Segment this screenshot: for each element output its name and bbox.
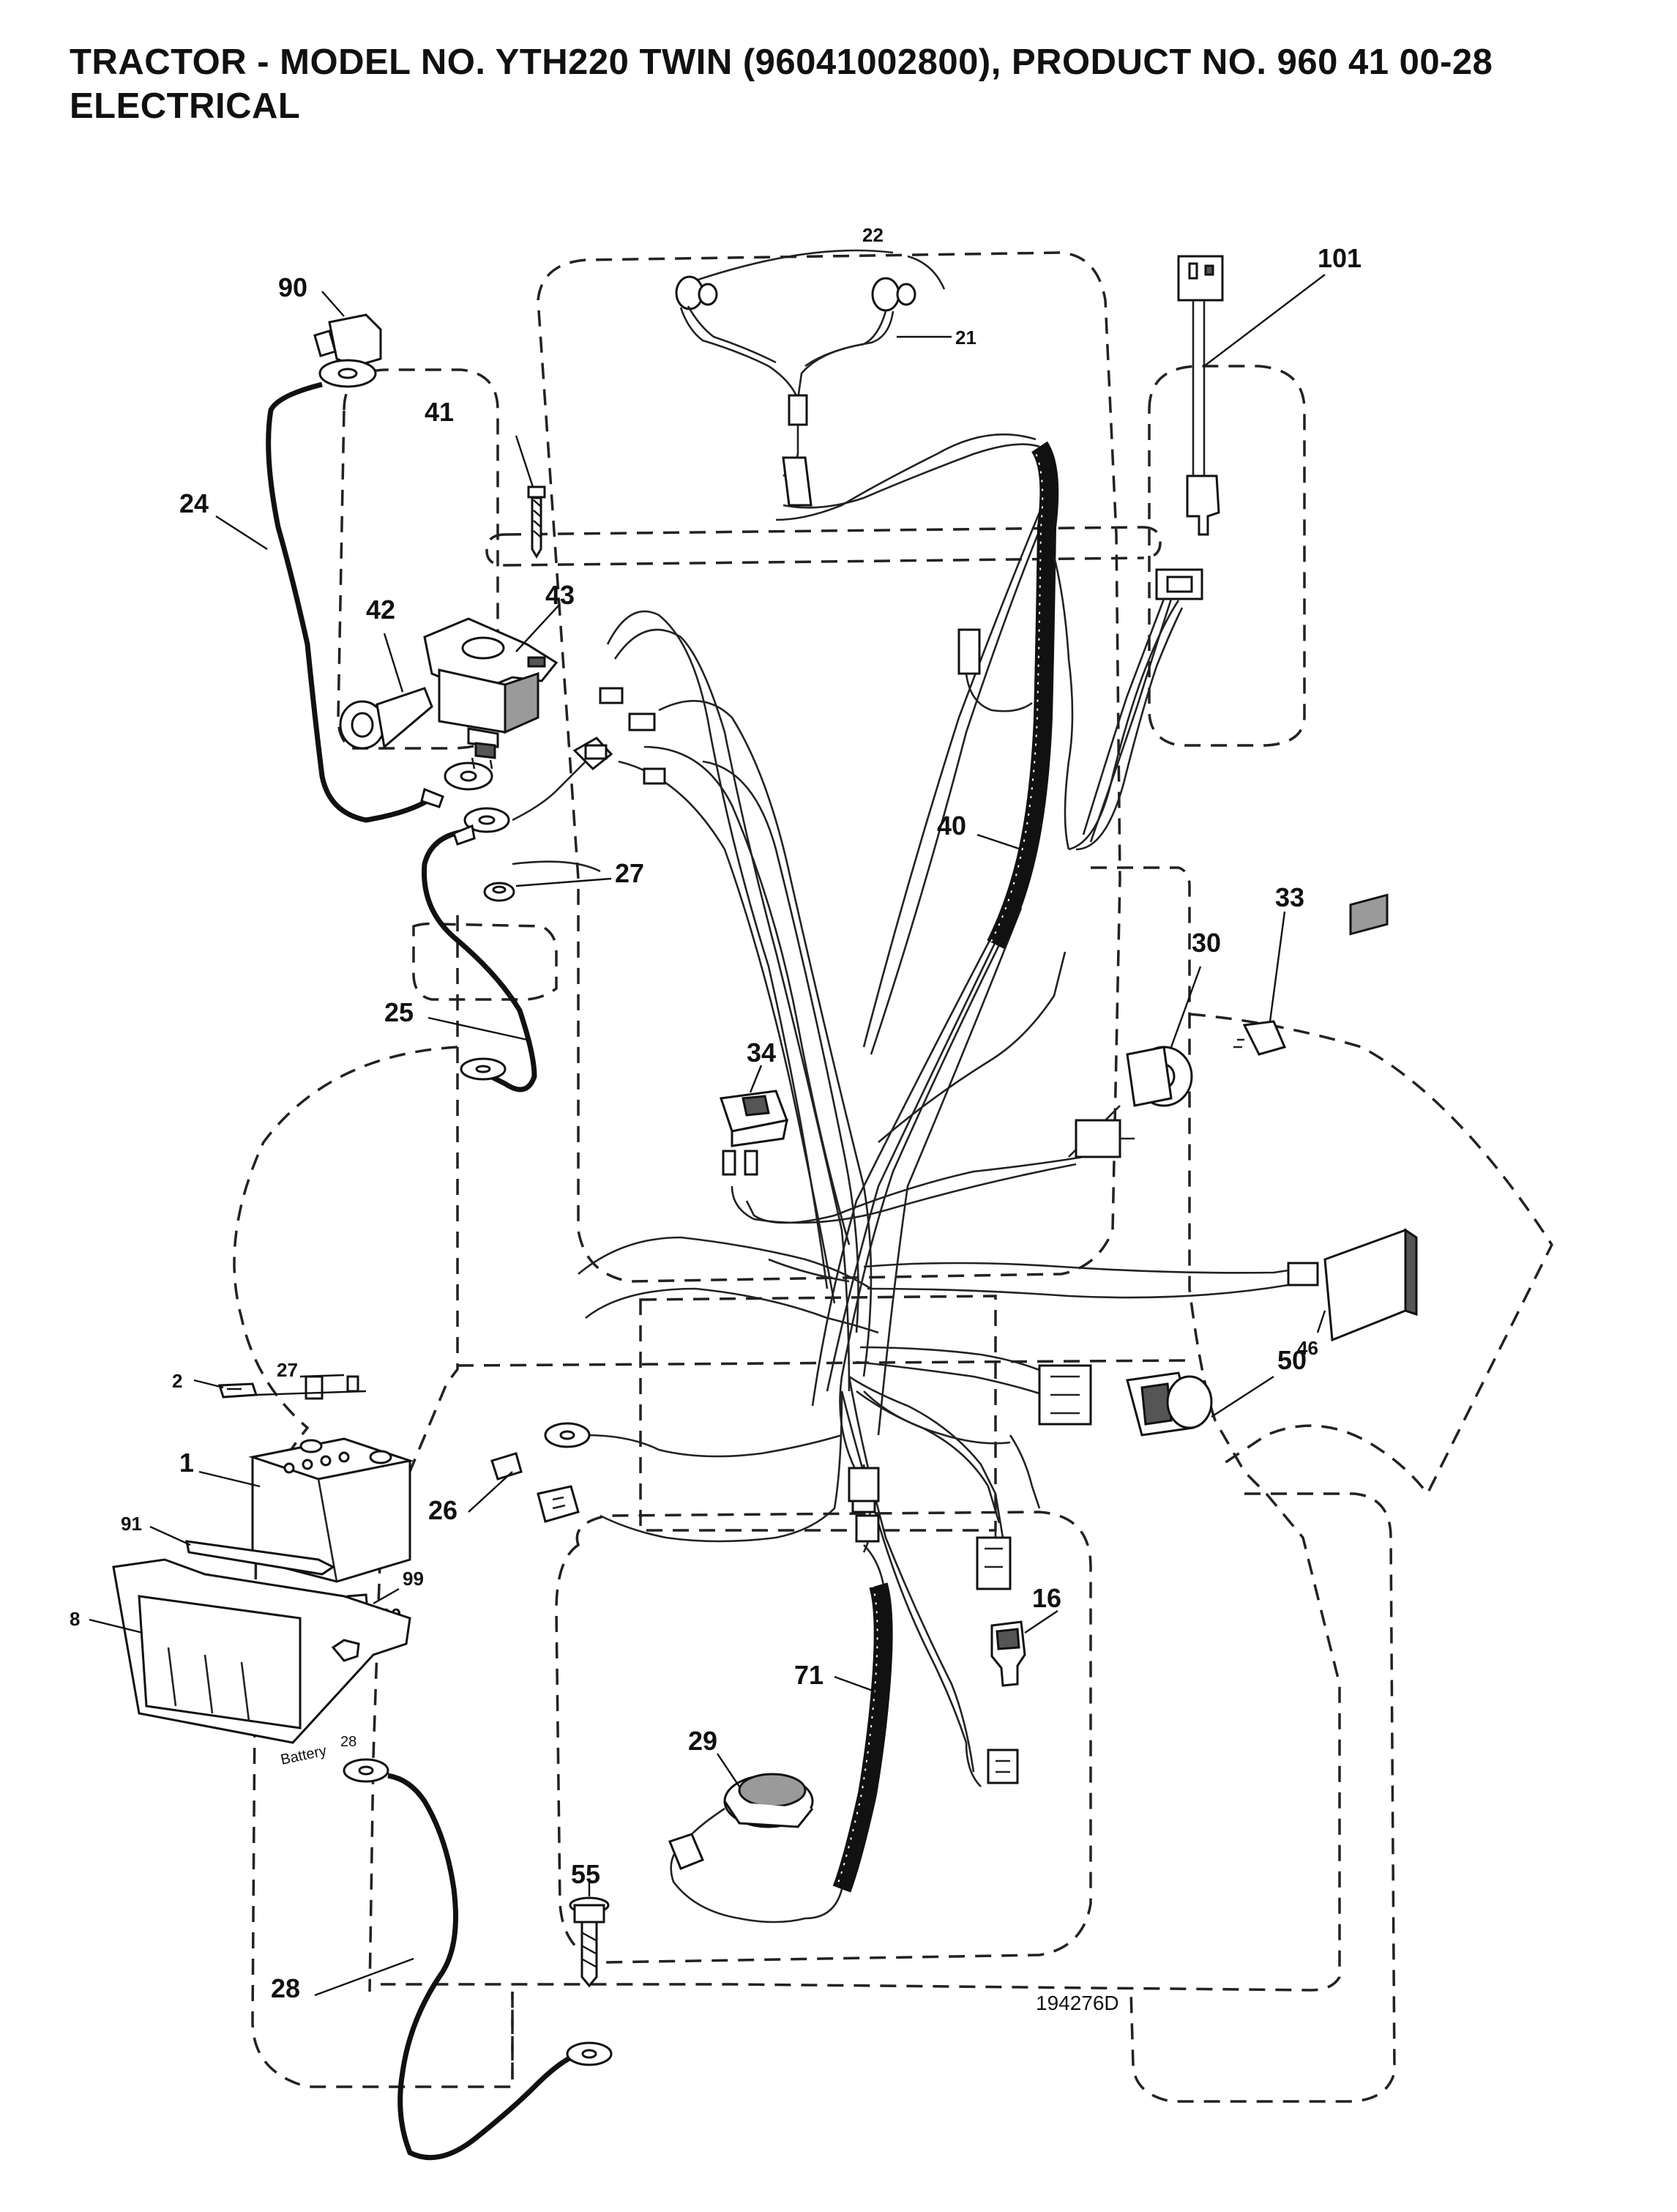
leader-40 [976,833,1022,851]
label-25: 25 [384,997,414,1027]
part-27-nut: 27 [483,858,644,902]
title-line-1: TRACTOR - MODEL NO. YTH220 TWIN (9604100… [70,42,1493,82]
label-42: 42 [366,595,395,625]
part-22-headlights: 21 22 [675,224,1040,509]
axle-left-end [485,533,506,567]
label-28-small: 28 [340,1734,356,1750]
label-29: 29 [688,1726,717,1756]
part-26-fuse: 26 [428,1452,580,1525]
part-30-ignition-switch: 30 [1075,928,1221,1158]
left-panel [412,922,558,1001]
tractor-outline [233,251,1554,2103]
part-33-key: 33 [1233,882,1304,1056]
label-55: 55 [571,1859,600,1889]
label-46: 46 [1297,1337,1318,1359]
label-43: 43 [545,580,575,610]
page-title: TRACTOR - MODEL NO. YTH220 TWIN (9604100… [70,40,1493,128]
label-26: 26 [428,1495,457,1525]
seat-connectors [848,1467,1012,1590]
part-55-bolt: 55 [569,1859,610,1988]
part-41-bolt: 41 [425,397,546,559]
label-101: 101 [1318,243,1362,273]
wiring-harness [578,446,1289,1787]
label-40: 40 [937,811,966,841]
label-41: 41 [425,397,454,427]
label-33: 33 [1275,882,1304,912]
part-46-hour-meter: 46 [1287,893,1418,1359]
part-90-boot: 90 [278,272,382,388]
label-71: 71 [794,1660,823,1690]
part-34-switch: 34 [720,1038,789,1176]
label-1: 1 [179,1448,194,1478]
label-16: 16 [1032,1583,1061,1613]
label-22: 22 [862,224,884,246]
rear-deck [555,1511,1092,1964]
part-28-cable: 28 [271,1758,613,2161]
part-101-harness-adapter: 101 [1082,243,1362,843]
label-99: 99 [403,1568,424,1590]
label-21: 21 [955,327,976,349]
title-line-2: ELECTRICAL [70,86,301,126]
part-25-cable: 25 [384,737,613,1092]
label-24: 24 [179,488,209,518]
fender-right [1189,1013,1554,1497]
harness-connectors [584,628,1033,785]
rear-right-wheel [1129,1492,1396,2103]
drawing-number: 194276D [1036,1992,1119,2014]
label-34: 34 [747,1038,776,1068]
axle-bar [504,526,1143,567]
frame-crossbar [457,1359,1187,1367]
fender-left [233,1046,514,2088]
label-27b: 27 [277,1359,298,1381]
hood-outline [537,251,1121,1283]
part-50-pto-switch: 50 [1038,1345,1307,1437]
label-8: 8 [70,1608,80,1630]
front-right-wheel [1148,365,1306,747]
battery-text: Battery [279,1743,328,1768]
label-27: 27 [615,858,644,888]
label-28: 28 [271,1973,300,2003]
label-30: 30 [1192,928,1221,958]
label-50: 50 [1277,1345,1307,1375]
ground-terminal [512,860,601,1448]
part-24-cable: 24 [179,381,493,823]
part-42-boot: 42 [339,595,433,750]
label-91: 91 [121,1513,142,1535]
part-29-grommet: 29 [668,1726,814,1870]
part-40-harness-coil [775,433,1184,949]
seat-outline [639,1295,997,1532]
frame-left [368,915,459,1992]
part-71-coil: 71 [670,1582,893,1924]
axle-right-end [1141,526,1162,559]
part-16-seat-switch: 16 [987,1583,1061,1784]
label-2: 2 [172,1370,182,1392]
part-43-solenoid: 43 [423,580,575,770]
label-90: 90 [278,272,307,302]
battery-group: 1 2 27 91 99 100 8 Battery 28 [70,1359,424,1768]
